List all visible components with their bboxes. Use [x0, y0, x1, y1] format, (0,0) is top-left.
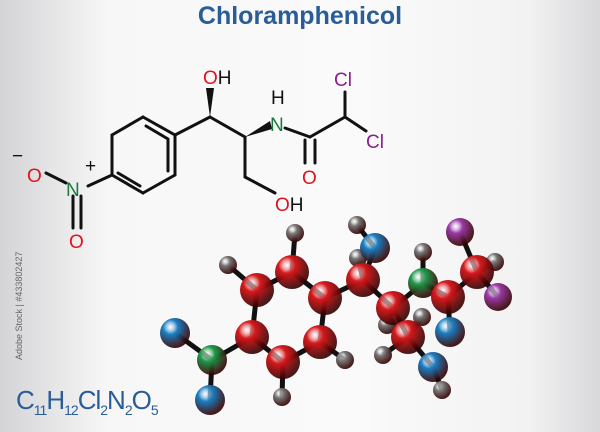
bond-line: [173, 115, 212, 137]
carbon-atom-ball: [308, 281, 342, 315]
carbon-atom-ball: [266, 345, 300, 379]
formula-element: Cl: [77, 385, 102, 415]
hydrogen-atom-ball: [219, 256, 237, 274]
hydrogen-atom-ball: [413, 308, 431, 326]
formula-subscript: 5: [150, 402, 159, 419]
nitrogen-atom-ball: [197, 345, 227, 375]
carbon-atom-ball: [240, 273, 274, 307]
atom-label-nh-h: H: [271, 88, 285, 109]
bond-line: [243, 175, 277, 195]
formula-subscript: 2: [124, 402, 133, 419]
atom-label-o-carbonyl: O: [302, 168, 317, 189]
oxygen-atom-ball: [195, 385, 225, 415]
formula-subscript: 2: [100, 402, 108, 419]
hydrogen-atom-ball: [273, 388, 291, 406]
hydrogen-atom-ball: [286, 224, 304, 242]
atom-label-oh-bottom: OH: [275, 195, 304, 216]
bond-line: [86, 173, 114, 188]
oxygen-atom-ball: [418, 352, 448, 382]
hydrogen-atom-ball: [374, 346, 392, 364]
atom-label-cl-right: Cl: [366, 132, 384, 153]
carbon-atom-ball: [391, 320, 425, 354]
formula-element: O: [131, 385, 152, 415]
oxygen-atom-ball: [360, 233, 390, 263]
stock-credit: Adobe Stock | #433802427: [14, 251, 24, 360]
wedge-bond: [245, 121, 272, 137]
atom-label-cl-top: Cl: [334, 70, 352, 91]
atom-label-minus: −: [12, 146, 23, 167]
carbon-atom-ball: [431, 280, 465, 314]
carbon-atom-ball: [460, 255, 494, 289]
hydrogen-atom-ball: [348, 216, 366, 234]
oxygen-atom-ball: [160, 318, 190, 348]
molecular-formula: C11H12Cl2N2O5: [16, 385, 159, 419]
bond-line: [343, 115, 368, 133]
carbon-atom-ball: [376, 291, 410, 325]
bond-line: [208, 115, 247, 139]
formula-element: H: [46, 385, 65, 415]
wedge-bond: [206, 88, 214, 117]
formula-element: N: [107, 385, 126, 415]
atom-label-o-nitro: O: [69, 232, 84, 253]
chlorine-atom-ball: [446, 218, 474, 246]
formula-subscript: 11: [33, 402, 48, 419]
atom-label-nh-n: N: [270, 115, 284, 136]
bond-line: [141, 115, 177, 137]
bond-line: [110, 115, 145, 137]
bond-line: [44, 171, 68, 185]
atom-label-plus: +: [85, 156, 96, 177]
formula-element: C: [16, 385, 35, 415]
bond-line: [141, 173, 177, 195]
chlorine-atom-ball: [484, 283, 512, 311]
carbon-atom-ball: [275, 255, 309, 289]
hydrogen-atom-ball: [414, 243, 432, 261]
atom-label-n-plus: N: [66, 180, 80, 201]
hydrogen-atom-ball: [336, 351, 354, 369]
nitrogen-atom-ball: [408, 268, 438, 298]
oxygen-atom-ball: [435, 317, 465, 347]
bond-line: [144, 124, 170, 141]
bond-line: [308, 115, 347, 139]
carbon-atom-ball: [303, 325, 337, 359]
hydrogen-atom-ball: [433, 381, 451, 399]
bond-line: [116, 171, 142, 188]
molecule-title: Chloramphenicol: [197, 2, 403, 30]
bond-line: [283, 126, 312, 139]
atom-label-oh-top: OH: [203, 68, 232, 89]
carbon-atom-ball: [346, 263, 380, 297]
bond-line: [110, 173, 145, 195]
formula-subscript: 12: [64, 402, 79, 419]
carbon-atom-ball: [235, 320, 269, 354]
atom-label-o-minus: O: [27, 166, 42, 187]
